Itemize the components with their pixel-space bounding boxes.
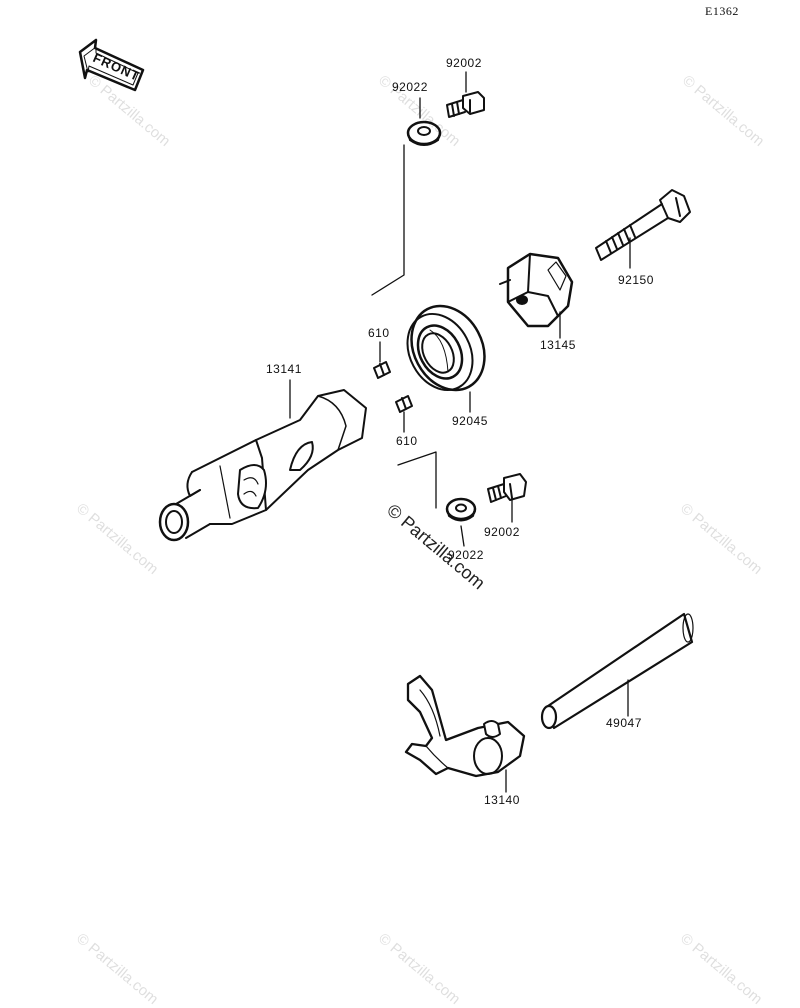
shift-fork-13140 bbox=[404, 674, 526, 778]
shift-drum-13141 bbox=[158, 389, 367, 542]
bearing-92045 bbox=[406, 304, 486, 392]
bolt-92002-bottom bbox=[487, 473, 527, 503]
washer-92022-top bbox=[406, 120, 442, 146]
washer-92022-bottom bbox=[445, 497, 477, 522]
label-92022-top: 92022 bbox=[392, 80, 428, 94]
parts-diagram: FRONT bbox=[78, 38, 694, 793]
bolt-92002-top bbox=[446, 91, 485, 118]
cam-plate-13145 bbox=[499, 252, 574, 328]
label-92002-top: 92002 bbox=[446, 56, 482, 70]
leader-line-bottom bbox=[397, 451, 437, 509]
label-92150: 92150 bbox=[618, 273, 654, 287]
diagram-id: E1362 bbox=[705, 4, 739, 18]
label-92045: 92045 bbox=[452, 414, 488, 428]
bolt-92150 bbox=[595, 189, 691, 261]
label-49047: 49047 bbox=[606, 716, 642, 730]
label-13145: 13145 bbox=[540, 338, 576, 352]
pin-610-top bbox=[373, 361, 391, 379]
leader-line-top bbox=[371, 144, 405, 296]
label-610-top: 610 bbox=[368, 326, 390, 340]
label-13141: 13141 bbox=[266, 362, 302, 376]
label-92022-bottom: 92022 bbox=[448, 548, 484, 562]
label-92002-bottom: 92002 bbox=[484, 525, 520, 539]
front-arrow-icon bbox=[78, 38, 145, 92]
label-13140: 13140 bbox=[484, 793, 520, 807]
label-610-bottom: 610 bbox=[396, 434, 418, 448]
pin-610-bottom bbox=[395, 395, 413, 413]
leader-92022-bottom bbox=[460, 525, 465, 547]
shift-rod-49047 bbox=[540, 612, 694, 730]
